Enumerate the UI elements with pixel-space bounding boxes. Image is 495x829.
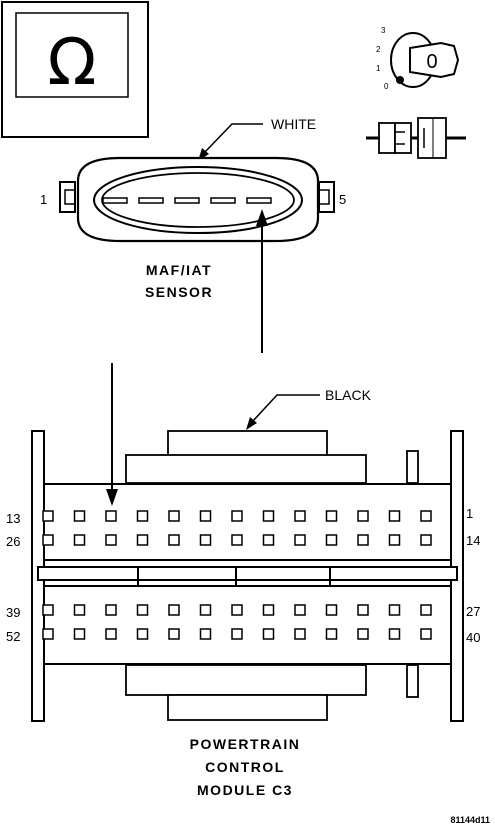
sensor-pin-cavity-1 [102, 197, 128, 204]
pcm-pin-cavity [262, 510, 275, 522]
pcm-row-label-39: 39 [6, 605, 20, 620]
ign-pos-0: 0 [384, 82, 389, 91]
pcm-pin-cavity [420, 604, 432, 616]
pcm-pin-cavity [199, 628, 212, 640]
pcm-pin-cavity [105, 534, 117, 546]
pcm-pin-cavity [262, 534, 275, 546]
sensor-pin-cavities [102, 197, 272, 204]
pcm-pin-cavity [262, 604, 275, 616]
ohm-icon: Ω [48, 26, 97, 100]
pcm-pin-cavity [73, 534, 86, 546]
pcm-pin-cavity [262, 628, 275, 640]
pcm-row-label-1: 1 [466, 506, 473, 521]
pcm-pin-cavity [136, 604, 149, 616]
sensor-pin-1-label: 1 [40, 192, 47, 207]
pcm-pin-cavity [105, 510, 117, 522]
pcm-pin-cavity [136, 534, 149, 546]
pcm-title-line2: CONTROL [205, 759, 285, 775]
pcm-pin-cavity [388, 628, 401, 640]
pcm-pin-cavity [199, 534, 212, 546]
pcm-pin-cavity [168, 628, 180, 640]
probe-lead-sensor [256, 209, 268, 353]
pcm-title-line1: POWERTRAIN [190, 736, 301, 752]
pcm-pin-cavity [199, 604, 212, 616]
pcm-row-label-27: 27 [466, 604, 480, 619]
sensor-pin-cavity-4 [210, 197, 236, 204]
pcm-pin-cavity [42, 510, 54, 522]
pcm-pin-cavity [294, 534, 306, 546]
pcm-row-label-14: 14 [466, 533, 480, 548]
pcm-row-label-13: 13 [6, 511, 20, 526]
sensor-color-callout: WHITE [198, 116, 316, 161]
sensor-pin-cavity-2 [138, 197, 164, 204]
pcm-pin-cavity [388, 534, 401, 546]
sensor-title-line2: SENSOR [145, 284, 213, 300]
pcm-row-label-40: 40 [466, 630, 480, 645]
sensor-title-line1: MAF/IAT [146, 262, 212, 278]
pcm-pin-cavity [357, 628, 369, 640]
sensor-pin-cavity-3 [174, 197, 200, 204]
pcm-pin-cavity [294, 604, 306, 616]
pcm-pin-cavity [199, 510, 212, 522]
ohm-symbol-box: Ω [1, 1, 149, 138]
pcm-pin-cavity [325, 510, 338, 522]
ign-pos-1: 1 [376, 64, 381, 73]
ign-pos-2: 2 [376, 45, 381, 54]
pcm-pin-cavity [325, 628, 338, 640]
pcm-pin-cavity [231, 510, 243, 522]
pcm-pin-cavity [136, 510, 149, 522]
pcm-pin-cavity [105, 604, 117, 616]
pcm-pin-cavity [73, 604, 86, 616]
pcm-pin-cavity [168, 510, 180, 522]
pcm-pin-cavity [42, 604, 54, 616]
maf-iat-sensor-connector: 1 5 [40, 156, 346, 243]
pcm-color-callout: BLACK [246, 387, 372, 430]
pcm-pin-cavity [325, 604, 338, 616]
pcm-title-line3: MODULE C3 [197, 782, 293, 798]
pcm-pin-cavity [357, 510, 369, 522]
pcm-pin-cavity [136, 628, 149, 640]
key-mark: 0 [426, 51, 437, 73]
sensor-color-label: WHITE [271, 116, 316, 132]
connector-icon [366, 117, 466, 159]
probe-lead-pcm [106, 363, 118, 506]
ignition-key-icon: 3 2 1 0 0 [376, 26, 460, 91]
pcm-pin-cavity [73, 628, 86, 640]
pcm-pin-cavity [357, 534, 369, 546]
pcm-pin-cavity [294, 628, 306, 640]
pcm-pin-cavity [420, 510, 432, 522]
pcm-c3-connector: 13 26 39 52 1 14 27 40 [6, 430, 480, 722]
pcm-pin-cavity [420, 534, 432, 546]
figure-code: 81144d11 [450, 815, 490, 825]
pcm-pin-cavity [105, 628, 117, 640]
pcm-row-label-26: 26 [6, 534, 20, 549]
pcm-pin-cavity [231, 628, 243, 640]
pcm-pin-cavity [73, 510, 86, 522]
pcm-pin-cavity [42, 534, 54, 546]
pcm-color-label: BLACK [325, 387, 372, 403]
pcm-pin-cavity [294, 510, 306, 522]
pcm-row-label-52: 52 [6, 629, 20, 644]
pcm-pin-cavities [42, 510, 432, 640]
pcm-pin-cavity [357, 604, 369, 616]
pcm-pin-cavity [325, 534, 338, 546]
sensor-pin-5-label: 5 [339, 192, 346, 207]
pcm-pin-cavity [231, 604, 243, 616]
pcm-pin-cavity [420, 628, 432, 640]
pcm-pin-cavity [168, 604, 180, 616]
pcm-pin-cavity [168, 534, 180, 546]
pcm-pin-cavity [388, 604, 401, 616]
ign-pos-3: 3 [381, 26, 386, 35]
pcm-pin-cavity [388, 510, 401, 522]
pcm-pin-cavity [42, 628, 54, 640]
sensor-pin-cavity-5 [246, 197, 272, 204]
pcm-pin-cavity [231, 534, 243, 546]
